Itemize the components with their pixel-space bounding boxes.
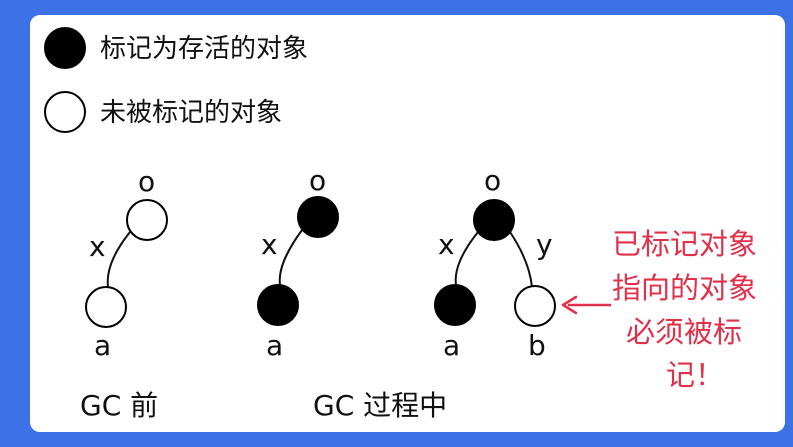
legend-marked-circle <box>44 27 86 69</box>
edge-x-before <box>106 231 131 288</box>
label-x-before: x <box>89 230 106 263</box>
annotation-arrow-head-icon <box>561 295 578 315</box>
legend-unmarked-label: 未被标记的对象 <box>100 98 282 128</box>
legend-unmarked-circle <box>44 91 86 133</box>
legend-marked-label: 标记为存活的对象 <box>100 34 308 64</box>
edge-x-during-2 <box>454 231 479 286</box>
label-b-during-2: b <box>528 329 546 362</box>
edge-y-during-2 <box>509 231 533 288</box>
edge-x-during-1 <box>278 229 303 286</box>
label-a-during-2: a <box>443 329 460 362</box>
node-o-during-2 <box>473 199 515 241</box>
caption-during: GC 过程中 <box>313 389 447 422</box>
label-x-during-2: x <box>438 228 455 261</box>
annotation-line-4: 记！ <box>666 358 724 392</box>
label-a-during-1: a <box>266 329 283 362</box>
label-y-during-2: y <box>536 228 553 261</box>
node-a-during-2 <box>434 284 476 326</box>
caption-before: GC 前 <box>80 389 158 422</box>
label-x-during-1: x <box>261 228 278 261</box>
label-a-before: a <box>94 329 111 362</box>
label-o-during-2: o <box>484 164 501 197</box>
label-o-before: o <box>138 165 155 198</box>
node-o-during-1 <box>297 196 339 238</box>
node-o-before <box>126 199 168 241</box>
node-a-during-1 <box>257 284 299 326</box>
node-a-before <box>85 286 127 328</box>
watermark: @稀土掘金技术社区 <box>628 413 781 433</box>
annotation-line-2: 指向的对象 <box>612 271 757 305</box>
annotation-line-1: 已标记对象 <box>612 227 757 261</box>
node-b-during-2 <box>514 285 556 327</box>
label-o-during-1: o <box>309 164 326 197</box>
annotation-line-3: 必须被标 <box>626 315 742 349</box>
